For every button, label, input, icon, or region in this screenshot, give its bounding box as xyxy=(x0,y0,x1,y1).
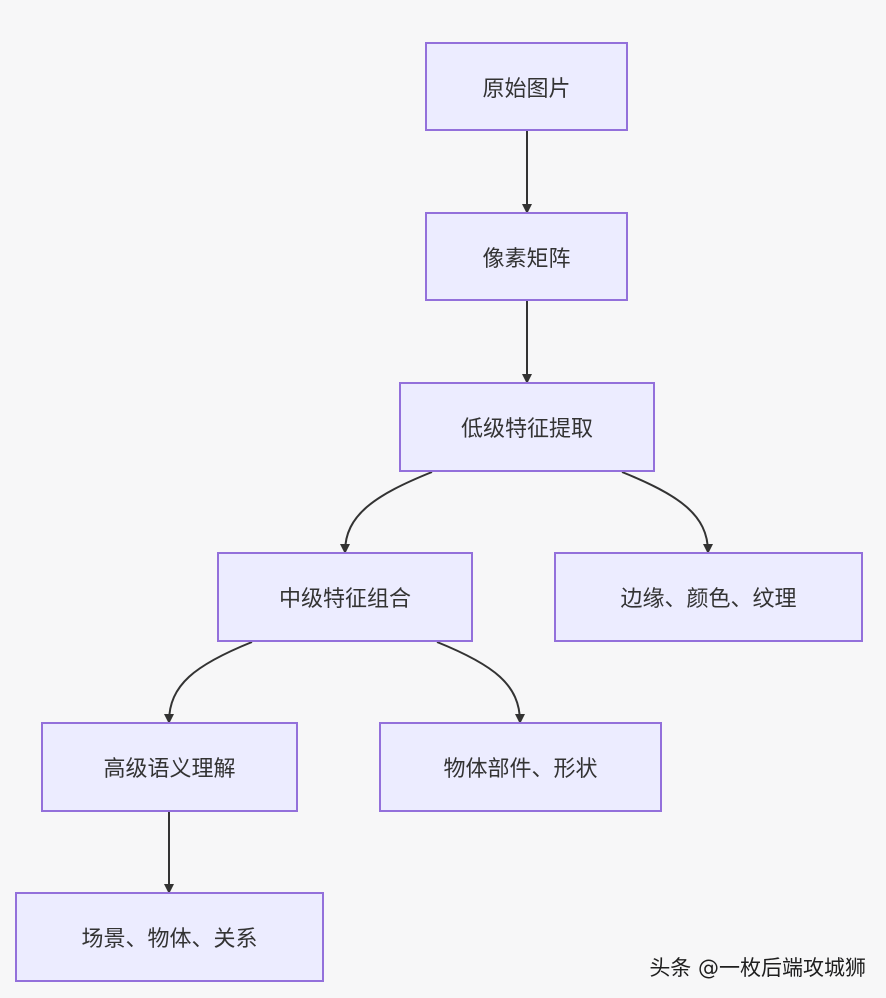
node-mid-level: 中级特征组合 xyxy=(217,552,473,642)
node-object-parts: 物体部件、形状 xyxy=(379,722,662,812)
node-mid-level-label: 中级特征组合 xyxy=(278,587,411,612)
node-object-parts-label: 物体部件、形状 xyxy=(443,757,598,782)
edge-low-to-mid xyxy=(340,471,433,554)
node-raw-image: 原始图片 xyxy=(425,42,628,131)
node-edges-colors-texture-label: 边缘、颜色、纹理 xyxy=(620,587,797,612)
edge-mid-to-high xyxy=(164,641,253,724)
node-high-level: 高级语义理解 xyxy=(41,722,298,812)
node-pixel-matrix: 像素矩阵 xyxy=(425,212,628,301)
node-edges-colors-texture: 边缘、颜色、纹理 xyxy=(554,552,863,642)
node-scene: 场景、物体、关系 xyxy=(15,892,324,982)
edge-mid-to-parts xyxy=(436,641,525,724)
watermark-text: 头条 @一枚后端攻城狮 xyxy=(649,956,866,980)
node-scene-label: 场景、物体、关系 xyxy=(81,927,258,952)
node-low-level: 低级特征提取 xyxy=(399,382,655,472)
node-low-level-label: 低级特征提取 xyxy=(460,417,593,442)
node-raw-image-label: 原始图片 xyxy=(482,76,571,102)
node-high-level-label: 高级语义理解 xyxy=(103,757,236,782)
edge-low-to-edges xyxy=(621,471,713,554)
node-pixel-matrix-label: 像素矩阵 xyxy=(482,246,571,272)
